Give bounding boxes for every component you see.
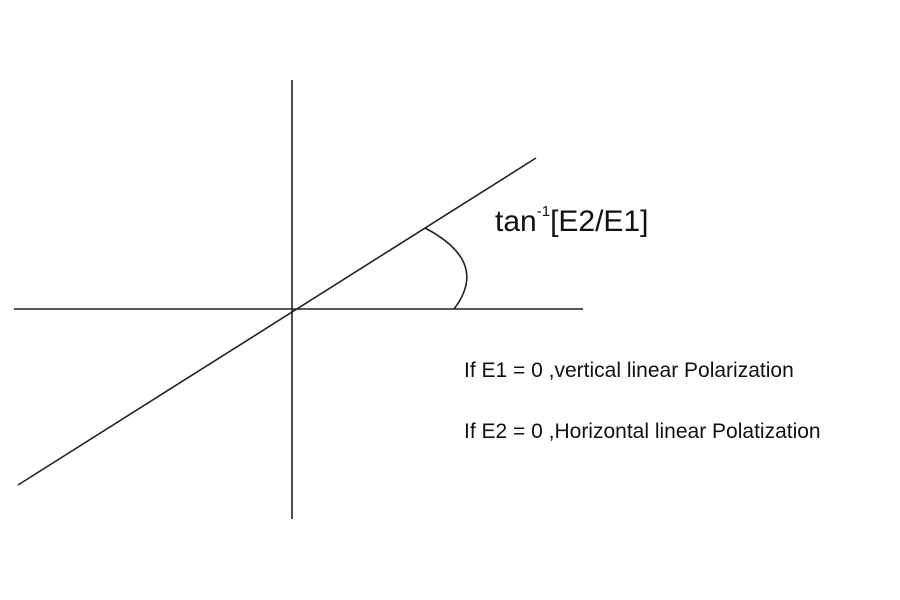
angle-arc — [424, 227, 468, 310]
polarization-vector-line — [17, 157, 537, 486]
angle-label-function: tan — [495, 205, 537, 238]
angle-label: tan-1[E2/E1] — [495, 196, 648, 242]
horizontal-polarization-note: If E2 = 0 ,Horizontal linear Polatizatio… — [464, 420, 821, 443]
angle-label-argument: [E2/E1] — [550, 205, 649, 238]
vertical-polarization-note: If E1 = 0 ,vertical linear Polarization — [464, 359, 794, 382]
angle-label-superscript: -1 — [536, 203, 551, 220]
